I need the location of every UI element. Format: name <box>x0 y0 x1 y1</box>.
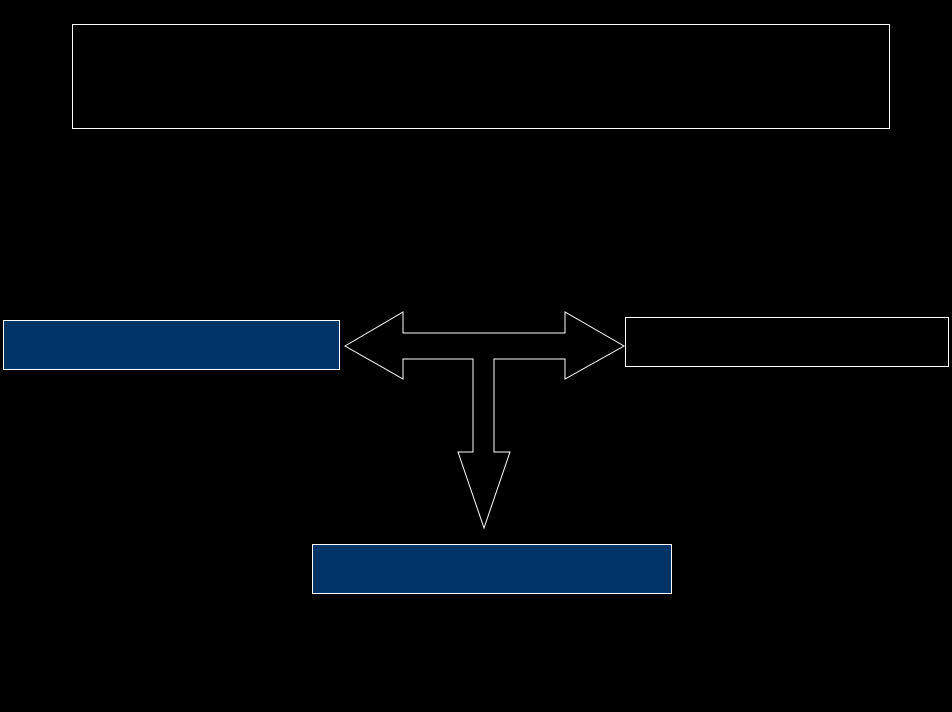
right-outline-box <box>625 317 949 367</box>
title-box <box>72 24 890 129</box>
t-arrow-shape <box>344 311 626 530</box>
bottom-filled-box <box>312 544 672 594</box>
left-filled-box <box>3 320 340 370</box>
